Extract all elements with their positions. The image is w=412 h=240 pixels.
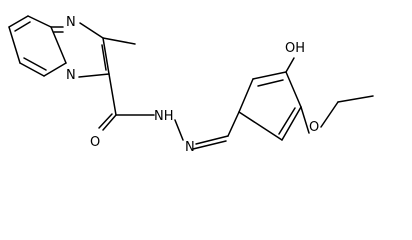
atom-label-o-carbonyl: O [90,135,100,150]
pyridine-double-bond [23,57,47,71]
benzene-ring [227,57,310,141]
ethyl-chain [320,95,374,128]
pyridine-double-bond [14,21,31,32]
ether-bond [300,106,310,134]
chemical-structure-diagram: N N OH O O NH N [8,15,374,155]
atom-label-n-imine: N [66,15,76,30]
benzene-double-bond [257,79,284,87]
atom-label-o-ether: O [309,120,319,135]
atom-label-n-hydrazone: N [185,140,195,155]
imidazole-ring [50,22,110,78]
pyridine-ring [8,15,67,77]
benzene-double-bond [278,107,296,135]
atom-label-nh: NH [154,109,174,124]
hydroxyl-bond [285,57,295,73]
carbonyl-double-bond [98,113,113,129]
atom-label-n-ring: N [66,68,76,83]
atom-label-oh: OH [285,41,305,56]
amide-linker [98,73,229,150]
imidazole-double-bond [101,44,107,71]
methyl-bond [102,37,136,45]
hydrazone-double-bond [192,140,227,150]
